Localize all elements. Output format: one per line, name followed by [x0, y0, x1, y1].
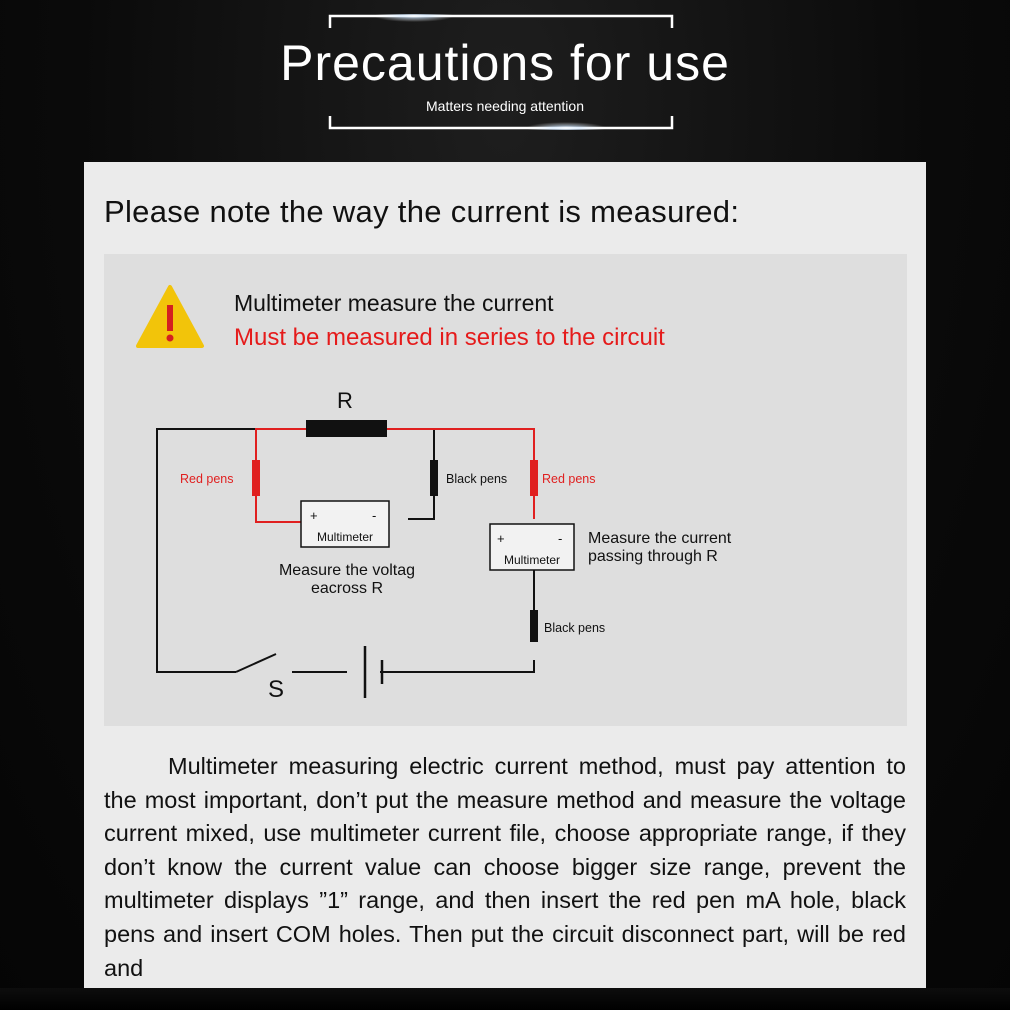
- red-pens-label-left: Red pens: [180, 472, 234, 486]
- page-subtitle: Matters needing attention: [426, 98, 584, 114]
- switch-label: S: [268, 676, 284, 703]
- bottom-edge: [0, 988, 1010, 1010]
- page-title: Precautions for use: [280, 35, 730, 91]
- resistor-label: R: [337, 388, 353, 413]
- battery-icon: [363, 646, 384, 698]
- black-pens-label-top: Black pens: [446, 472, 507, 486]
- voltage-meter-plus: +: [310, 508, 318, 523]
- diagram-box: R S + - Multimeter + -: [104, 254, 907, 726]
- voltage-caption-line2: eacross R: [311, 580, 383, 597]
- current-caption-line2: passing through R: [588, 548, 718, 565]
- black-pen-current: [530, 610, 538, 642]
- voltage-meter-label: Multimeter: [317, 530, 373, 544]
- black-pens-label-bottom: Black pens: [544, 621, 605, 635]
- warning-rule: Must be measured in series to the circui…: [234, 324, 665, 351]
- red-pen-voltage: [252, 460, 260, 496]
- body-text: Multimeter measuring electric current me…: [104, 753, 906, 981]
- warning-title: Multimeter measure the current: [234, 290, 554, 316]
- panel-heading: Please note the way the current is measu…: [104, 194, 740, 229]
- voltage-caption-line1: Measure the voltag: [279, 562, 415, 579]
- red-pen-current: [530, 460, 538, 496]
- warning-triangle-icon: [136, 285, 204, 348]
- resistor: [306, 420, 387, 437]
- voltage-meter-minus: -: [372, 508, 376, 523]
- red-pens-label-right: Red pens: [542, 472, 596, 486]
- current-meter-minus: -: [558, 531, 562, 546]
- black-pen-voltage: [430, 460, 438, 496]
- current-multimeter: + - Multimeter: [489, 523, 575, 571]
- voltage-multimeter: + - Multimeter: [300, 500, 390, 548]
- current-meter-plus: +: [497, 531, 505, 546]
- main-circuit-wires: [156, 428, 535, 673]
- content-panel: Please note the way the current is measu…: [84, 162, 926, 1010]
- current-caption-line1: Measure the current: [588, 530, 732, 547]
- current-meter-label: Multimeter: [504, 553, 560, 567]
